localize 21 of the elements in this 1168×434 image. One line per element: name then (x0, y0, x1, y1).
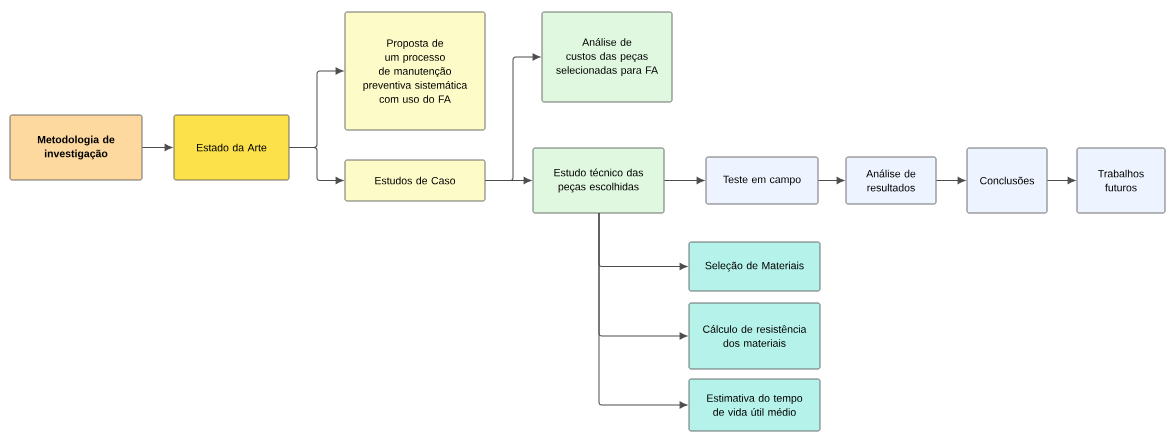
process-box: Análise de resultados (845, 156, 937, 205)
process-box: Trabalhos futuros (1076, 147, 1166, 214)
arrow (484, 176, 532, 185)
arrow (817, 176, 845, 185)
process-box: Cálculo de resistência dos materiais (688, 302, 821, 370)
process-box: Seleção de Materiais (688, 241, 821, 292)
process-box: Estimativa do tempo de vida útil médio (688, 378, 821, 432)
arrow (141, 143, 173, 152)
process-box: Conclusões (966, 147, 1048, 214)
arrow (1046, 176, 1076, 185)
process-box: Proposta de um processo de manutenção preventiva sistemática com uso do FA (344, 11, 486, 131)
process-box: Análise de custos das peças selecionadas para FA (541, 11, 673, 103)
process-box: Teste em campo (705, 156, 819, 205)
arrow (288, 147, 344, 185)
process-box: Estudo técnico das peças escolhidas (532, 147, 665, 214)
arrow (598, 212, 688, 409)
process-box: Metodologia de investigação (9, 114, 143, 181)
arrow (935, 176, 966, 185)
process-box: Estudos de Caso (344, 159, 486, 202)
process-box: Estado da Arte (173, 114, 290, 181)
arrow (663, 176, 705, 185)
